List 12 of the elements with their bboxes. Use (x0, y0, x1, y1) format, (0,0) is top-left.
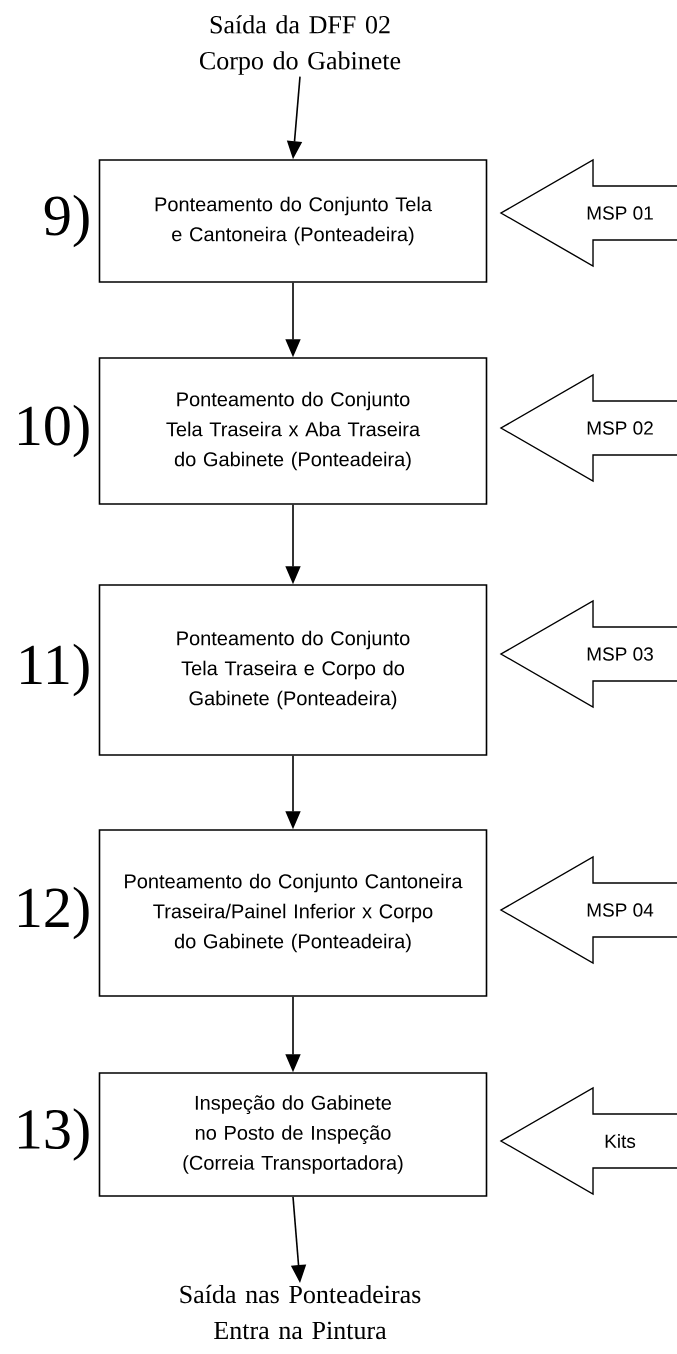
terminal-text: Saída nas Ponteadeiras Entra na Pintura (180, 1284, 421, 1340)
step-number: 12) (19, 886, 89, 940)
step-number: 10) (19, 404, 89, 458)
terminal-text: Saída da DFF 02 Corpo do Gabinete (200, 15, 401, 75)
process-box: Ponteamento do Conjunto Cantoneira Traseira/Painel Inferior x Corpo do Gabinete (Ponteadeira) (98, 829, 488, 997)
step-number: 11) (21, 643, 89, 697)
process-box: Ponteamento do Conjunto Tela Traseira e Corpo do Gabinete (Ponteadeira) (98, 584, 488, 756)
process-box: Inspeção do Gabinete no Posto de Inspeção (Correia Transportadora) (98, 1072, 488, 1197)
step-number: 9) (44, 194, 89, 248)
process-box: Ponteamento do Conjunto Tela Traseira x Aba Traseira do Gabinete (Ponteadeira) (98, 357, 488, 505)
process-box: Ponteamento do Conjunto Tela e Cantoneira (Ponteadeira) (98, 159, 488, 283)
step-number: 13) (19, 1108, 89, 1161)
